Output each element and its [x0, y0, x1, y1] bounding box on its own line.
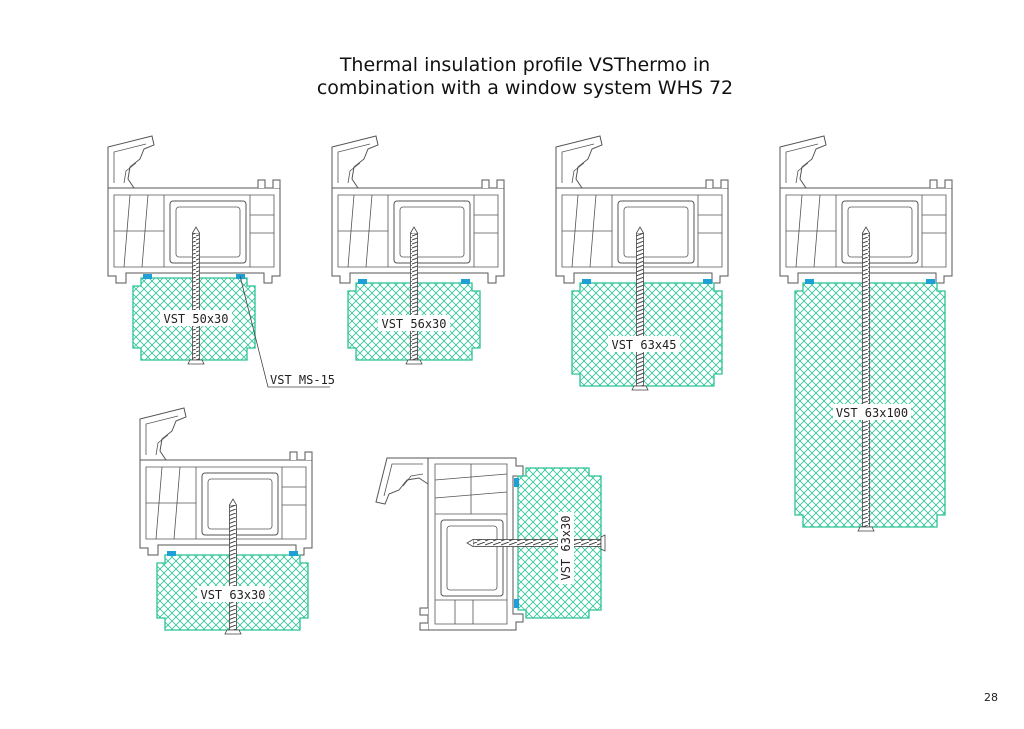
profile-label-3: VST 63x45 [608, 336, 680, 352]
profile-section-1 [107, 135, 281, 365]
profile-label-text: VST 63x100 [836, 406, 908, 420]
profile-label-text: VST 63x30 [200, 588, 265, 602]
seal-strip [289, 551, 298, 556]
seal-strip [805, 279, 814, 284]
seal-strip [703, 279, 712, 284]
seal-strip [167, 551, 176, 556]
profile-label-2: VST 56x30 [378, 315, 450, 331]
title-line-2: combination with a window system WHS 72 [316, 77, 734, 99]
page-number: 28 [984, 691, 998, 704]
profile-label-4: VST 63x100 [833, 404, 911, 420]
title-line-1: Thermal insulation profile VSThermo in [339, 54, 711, 76]
seal-strip [514, 478, 519, 487]
seal-strip [926, 279, 935, 284]
window-frame [107, 135, 281, 284]
screw-icon [187, 226, 205, 365]
screw-icon [405, 226, 423, 365]
seal-strip [514, 599, 519, 608]
insulation-block [571, 282, 723, 387]
profile-label-text: VST 50x30 [163, 312, 228, 326]
profile-label-text: VST 63x45 [611, 338, 676, 352]
seal-strip [461, 279, 470, 284]
screw-icon [857, 226, 875, 532]
profile-label-text: VST 56x30 [381, 317, 446, 331]
window-frame [331, 135, 505, 284]
seal-strip [143, 274, 152, 279]
seal-callout: VST MS-15 [239, 275, 335, 388]
seal-strip [582, 279, 591, 284]
profile-label-6: VST 63x30 [558, 512, 574, 584]
screw-icon [631, 226, 649, 391]
seal-strip [358, 279, 367, 284]
callout-label: VST MS-15 [270, 373, 335, 387]
window-frame [139, 407, 313, 556]
profile-label-1: VST 50x30 [160, 310, 232, 326]
profile-label-5: VST 63x30 [197, 586, 269, 602]
screw-icon [224, 498, 242, 635]
profile-label-text: VST 63x30 [559, 515, 573, 580]
profile-section-5 [139, 407, 313, 635]
profile-section-4 [779, 135, 953, 532]
profile-section-3 [555, 135, 729, 391]
